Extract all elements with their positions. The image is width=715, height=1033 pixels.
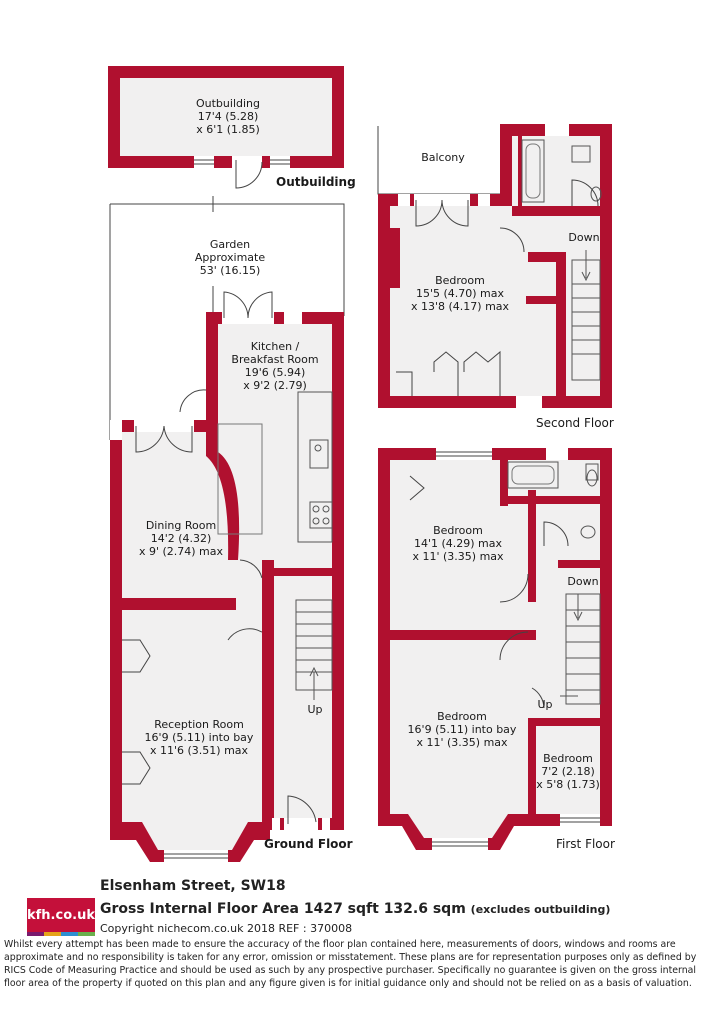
kitchen-dim3: x 9'2 (2.79): [243, 379, 307, 392]
garden-name: Garden: [210, 238, 250, 251]
kitchen-dim2: 19'6 (5.94): [245, 366, 306, 379]
reception-dim1: 16'9 (5.11) into bay: [145, 731, 254, 744]
second-floor-label: Second Floor: [536, 416, 614, 430]
bedroom-first-small-dim1: 7'2 (2.18): [541, 765, 595, 778]
bedroom-first-small-name: Bedroom: [543, 752, 593, 765]
second-down-label: Down: [568, 231, 599, 244]
first-up-label: Up: [537, 698, 552, 711]
bedroom-second-name: Bedroom: [435, 274, 485, 287]
bedroom-first-mid-dim2: x 11' (3.35) max: [416, 736, 508, 749]
copyright-line: Copyright nichecom.co.uk 2018 REF : 3700…: [100, 922, 353, 935]
bedroom-first-top-dim2: x 11' (3.35) max: [412, 550, 504, 563]
garden-dim2: 53' (16.15): [200, 264, 261, 277]
bedroom-first-mid-dim1: 16'9 (5.11) into bay: [408, 723, 517, 736]
ground-floor-label: Ground Floor: [264, 837, 353, 851]
dining-name: Dining Room: [146, 519, 216, 532]
outbuilding-dim1: 17'4 (5.28): [198, 110, 259, 123]
outbuilding-dim2: x 6'1 (1.85): [196, 123, 260, 136]
first-floor-label: First Floor: [556, 837, 615, 851]
bedroom-first-top-name: Bedroom: [433, 524, 483, 537]
second-floor-block: [377, 124, 612, 408]
bedroom-second-dim1: 15'5 (4.70) max: [416, 287, 505, 300]
area-main: Gross Internal Floor Area 1427 sqft 132.…: [100, 901, 466, 917]
floor-plan: Outbuilding 17'4 (5.28) x 6'1 (1.85) Out…: [108, 66, 615, 862]
logo-stripe-blue: [61, 932, 78, 936]
logo-stripe-purple: [27, 932, 44, 936]
gross-internal-area: Gross Internal Floor Area 1427 sqft 132.…: [100, 901, 610, 917]
dining-dim1: 14'2 (4.32): [151, 532, 212, 545]
kfh-logo: kfh.co.uk: [27, 898, 95, 932]
bedroom-first-small-dim2: x 5'8 (1.73): [536, 778, 600, 791]
balcony-name: Balcony: [421, 151, 465, 164]
bedroom-first-top-dim1: 14'1 (4.29) max: [414, 537, 503, 550]
disclaimer-text: Whilst every attempt has been made to en…: [4, 939, 697, 989]
outbuilding-block: [108, 66, 344, 189]
kitchen-name: Kitchen /: [251, 340, 300, 353]
ground-up-label: Up: [307, 703, 322, 716]
dining-dim2: x 9' (2.74) max: [139, 545, 224, 558]
area-note: (excludes outbuilding): [470, 903, 611, 916]
outbuilding-name: Outbuilding: [196, 97, 260, 110]
garden-dim1: Approximate: [195, 251, 265, 264]
first-floor-block: [378, 448, 612, 850]
reception-dim2: x 11'6 (3.51) max: [150, 744, 249, 757]
logo-color-bar: [27, 932, 95, 936]
first-down-label: Down: [567, 575, 598, 588]
outbuilding-floor-label: Outbuilding: [276, 175, 356, 189]
reception-name: Reception Room: [154, 718, 244, 731]
bedroom-second-dim2: x 13'8 (4.17) max: [411, 300, 510, 313]
bedroom-first-mid-name: Bedroom: [437, 710, 487, 723]
ground-floor-block: [109, 196, 345, 862]
logo-stripe-orange: [44, 932, 61, 936]
property-address: Elsenham Street, SW18: [100, 878, 286, 894]
kitchen-dim1: Breakfast Room: [231, 353, 318, 366]
logo-stripe-green: [78, 932, 95, 936]
